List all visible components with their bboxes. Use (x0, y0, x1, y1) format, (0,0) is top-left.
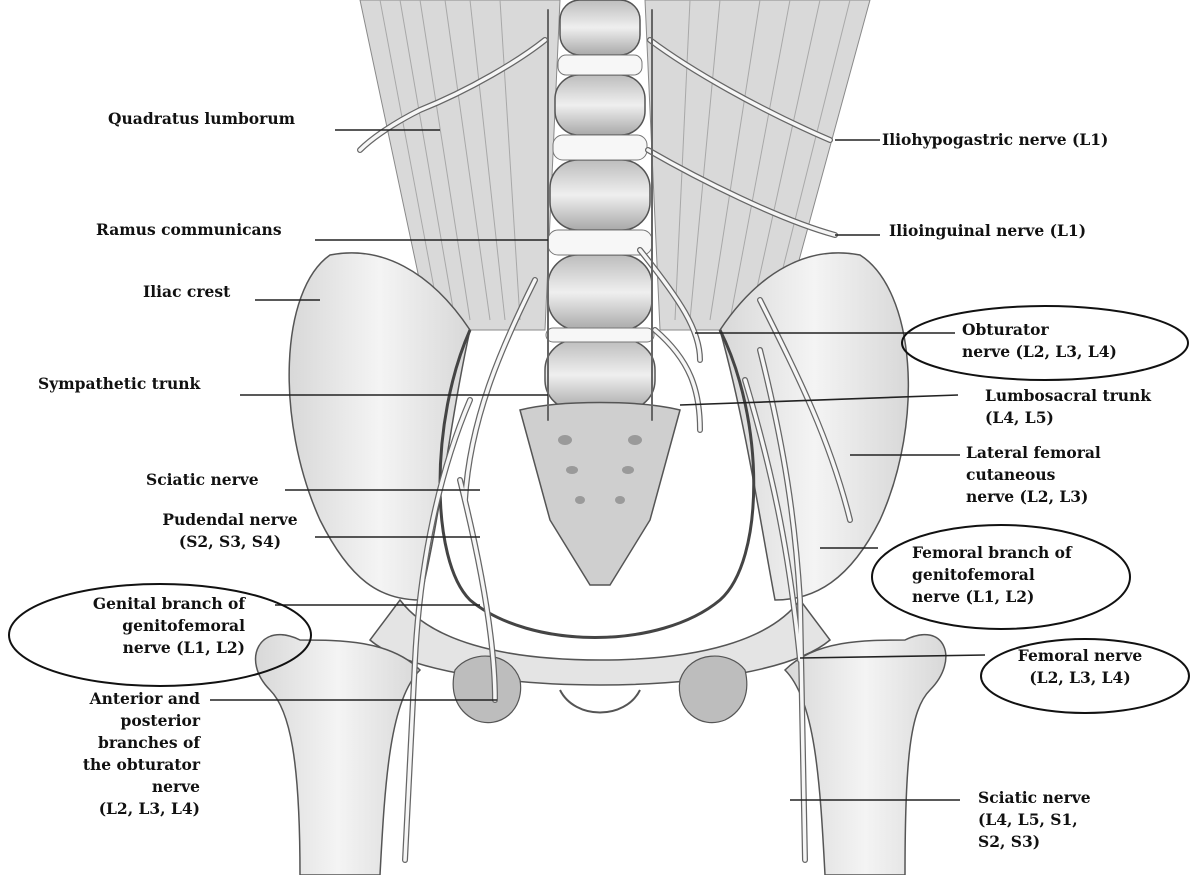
label-ramus-communicans: Ramus communicans (96, 219, 282, 241)
label-line: (L4, L5) (985, 407, 1151, 429)
label-line: genitofemoral (912, 564, 1072, 586)
pubic-region (370, 600, 830, 685)
pubic-symphysis (560, 690, 640, 713)
label-line: (L2, L3, L4) (20, 798, 200, 820)
label-line: (L2, L3, L4) (1000, 667, 1160, 689)
label-line: Femoral nerve (1000, 645, 1160, 667)
label-iliohypogastric: Iliohypogastric nerve (L1) (882, 129, 1108, 151)
label-femoral-branch: Femoral branch of genitofemoral nerve (L… (912, 542, 1072, 608)
label-line: nerve (L2, L3) (966, 486, 1101, 508)
label-sympathetic-trunk: Sympathetic trunk (38, 373, 200, 395)
label-line: nerve (L1, L2) (20, 637, 245, 659)
label-obturator-nerve: Obturator nerve (L2, L3, L4) (962, 319, 1117, 363)
label-quadratus-lumborum: Quadratus lumborum (108, 108, 295, 130)
label-pudendal-nerve: Pudendal nerve (S2, S3, S4) (150, 509, 310, 553)
label-line: Lateral femoral (966, 442, 1101, 464)
label-genital-branch: Genital branch of genitofemoral nerve (L… (20, 593, 245, 659)
label-line: (S2, S3, S4) (150, 531, 310, 553)
label-text: Ramus communicans (96, 219, 282, 241)
label-lateral-femoral-cutaneous: Lateral femoral cutaneous nerve (L2, L3) (966, 442, 1101, 508)
label-femoral-nerve: Femoral nerve (L2, L3, L4) (1000, 645, 1160, 689)
label-line: S2, S3) (978, 831, 1091, 853)
label-line: Lumbosacral trunk (985, 385, 1151, 407)
label-line: nerve (20, 776, 200, 798)
label-line: genitofemoral (20, 615, 245, 637)
label-lumbosacral-trunk: Lumbosacral trunk (L4, L5) (985, 385, 1151, 429)
sacrum (520, 403, 680, 586)
label-text: Quadratus lumborum (108, 108, 295, 130)
label-ilioinguinal: Ilioinguinal nerve (L1) (889, 220, 1086, 242)
label-iliac-crest: Iliac crest (143, 281, 230, 303)
label-line: Pudendal nerve (150, 509, 310, 531)
label-line: Obturator (962, 319, 1117, 341)
label-text: Ilioinguinal nerve (L1) (889, 220, 1086, 242)
label-line: the obturator (20, 754, 200, 776)
label-line: cutaneous (966, 464, 1101, 486)
label-sciatic-nerve-upper: Sciatic nerve (146, 469, 259, 491)
label-line: Genital branch of (20, 593, 245, 615)
label-line: (L4, L5, S1, (978, 809, 1091, 831)
label-text: Iliohypogastric nerve (L1) (882, 129, 1108, 151)
label-line: branches of (20, 732, 200, 754)
label-sciatic-nerve-lower: Sciatic nerve (L4, L5, S1, S2, S3) (978, 787, 1091, 853)
label-text: Iliac crest (143, 281, 230, 303)
label-line: nerve (L2, L3, L4) (962, 341, 1117, 363)
label-line: Anterior and (20, 688, 200, 710)
label-line: posterior (20, 710, 200, 732)
label-line: Sciatic nerve (978, 787, 1091, 809)
label-line: nerve (L1, L2) (912, 586, 1072, 608)
label-text: Sciatic nerve (146, 469, 259, 491)
label-text: Sympathetic trunk (38, 373, 200, 395)
label-anterior-posterior-obturator: Anterior and posterior branches of the o… (20, 688, 200, 820)
label-line: Femoral branch of (912, 542, 1072, 564)
